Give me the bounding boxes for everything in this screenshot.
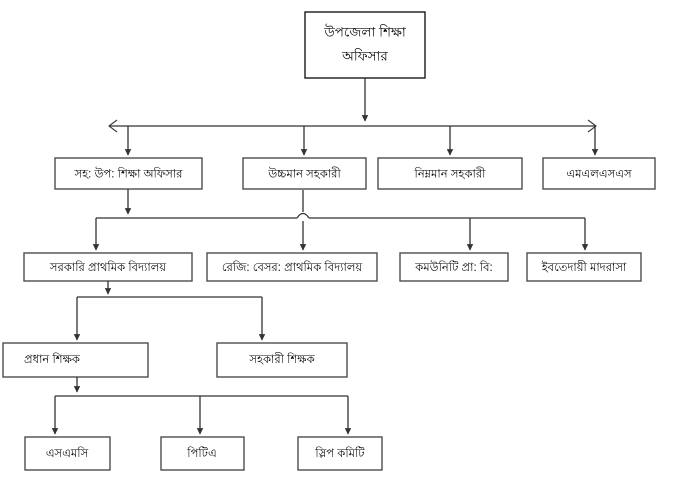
node-box [542,157,656,190]
node-smc[interactable]: এসএমসি [24,436,111,471]
node-assistant-upazila-education-officer[interactable]: সহ: উপ: শিক্ষা অফিসার [54,157,203,190]
node-upazila-education-officer[interactable]: উপজেলা শিক্ষা অফিসার [304,11,426,79]
node-label: সহ: উপ: শিক্ষা অফিসার [73,167,183,181]
node-label: রেজি: বেসর: প্রাথমিক বিদ্যালয় [222,260,364,274]
node-label: সরকারি প্রাথমিক বিদ্যালয় [49,260,167,274]
node-box [377,157,523,190]
node-head-teacher[interactable]: প্রধান শিক্ষক [2,342,149,378]
node-box [23,252,193,282]
node-label: এমএলএসএস [566,169,633,181]
node-box [242,157,367,190]
node-box [54,157,203,190]
node-label-line1: উপজেলা শিক্ষা [323,24,407,40]
node-government-primary-school[interactable]: সরকারি প্রাথমিক বিদ্যালয় [23,252,193,282]
node-label: এসএমসি [46,446,90,460]
node-lower-division-assistant[interactable]: নিম্নমান সহকারী [377,157,523,190]
node-box [297,436,383,471]
node-slip-committee[interactable]: স্লিপ কমিটি [297,436,383,471]
node-label: কমউনিটি প্রা: বি: [414,260,493,274]
node-upper-division-assistant[interactable]: উচ্চমান সহকারী [242,157,367,190]
node-box [206,252,378,282]
node-mlss[interactable]: এমএলএসএস [542,157,656,190]
node-box [304,11,426,79]
node-label: স্লিপ কমিটি [314,446,365,460]
node-label: ইবতেদায়ী মাদরাসা [541,260,627,274]
bus-level-3-hop [296,212,310,219]
node-box [160,436,245,471]
node-box [216,342,348,378]
node-ebtedayee-madrasha[interactable]: ইবতেদায়ী মাদরাসা [526,252,642,282]
node-label: সহকারী শিক্ষক [248,352,315,366]
node-label: নিম্নমান সহকারী [414,167,487,181]
bus-level-2-cap-right [587,119,597,133]
node-label: প্রধান শিক্ষক [24,352,81,366]
node-box [399,252,509,282]
node-box [24,436,111,471]
node-registered-non-government-primary-school[interactable]: রেজি: বেসর: প্রাথমিক বিদ্যালয় [206,252,378,282]
node-community-primary-school[interactable]: কমউনিটি প্রা: বি: [399,252,509,282]
node-label-line2: অফিসার [341,48,388,64]
node-box [2,342,149,378]
node-label: পিটিএ [186,446,216,460]
node-assistant-teacher[interactable]: সহকারী শিক্ষক [216,342,348,378]
node-pta[interactable]: পিটিএ [160,436,245,471]
bus-level-2-cap-left [108,119,118,133]
node-label: উচ্চমান সহকারী [267,167,341,181]
node-box [526,252,642,282]
